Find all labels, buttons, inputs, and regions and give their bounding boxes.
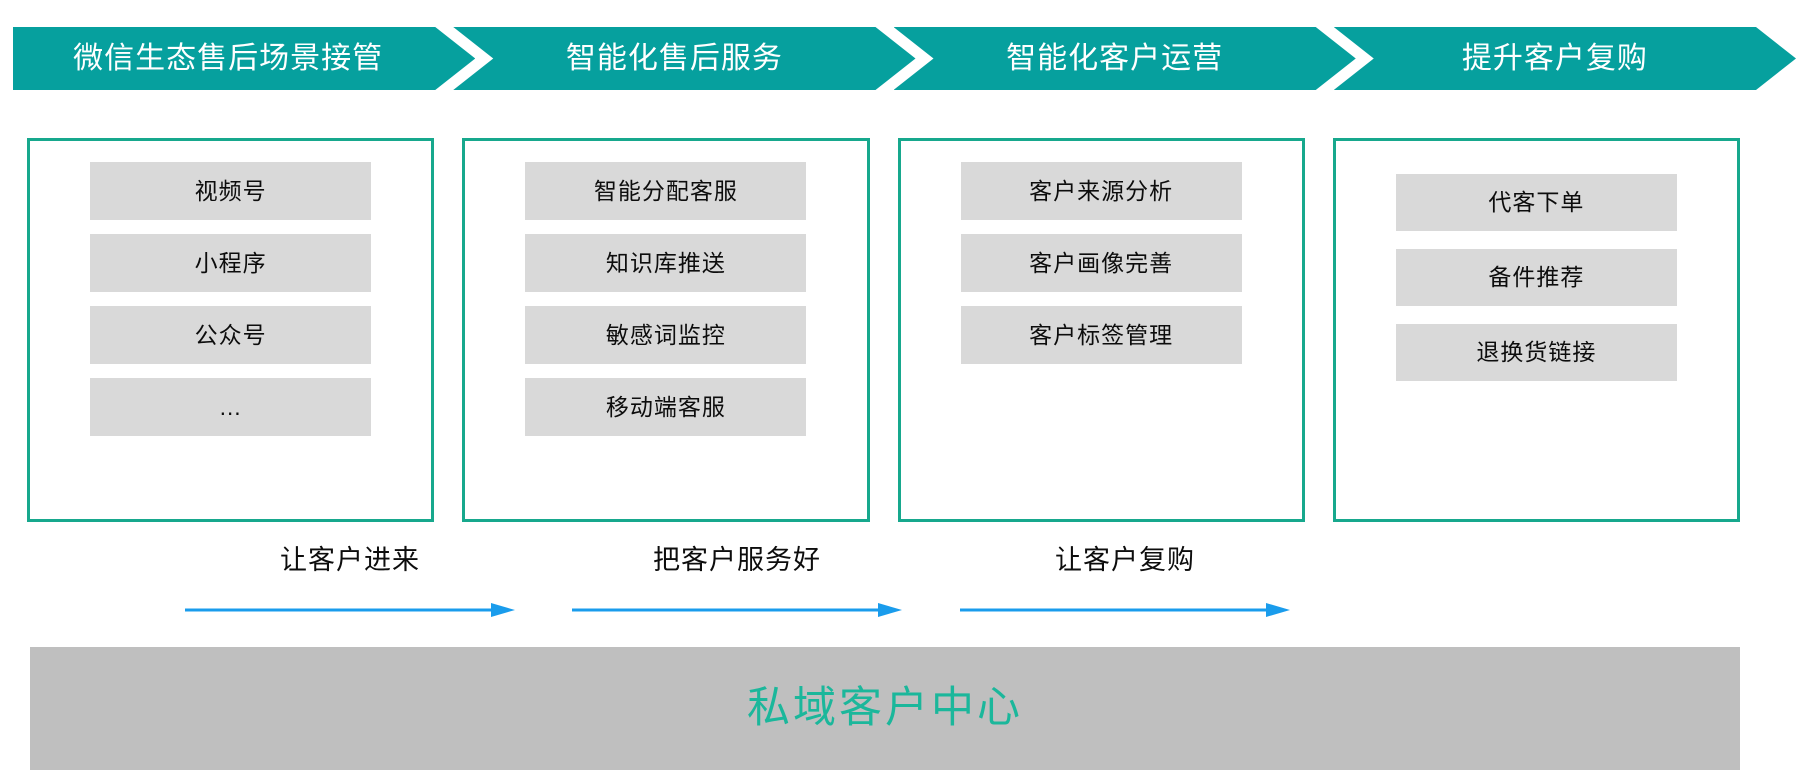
column-wechat-ecosystem-takeover: 视频号 小程序 公众号 … (27, 138, 435, 522)
right-arrow-icon (572, 603, 902, 617)
chevron-step-1[interactable]: 微信生态售后场景接管 (13, 27, 475, 90)
capability-columns: 视频号 小程序 公众号 … 智能分配客服 知识库推送 敏感词监控 移动端客服 客… (27, 138, 1740, 522)
column-boost-repurchase: 代客下单 备件推荐 退换货链接 (1332, 138, 1740, 522)
list-item[interactable]: 退换货链接 (1395, 324, 1677, 381)
list-item[interactable]: … (90, 378, 372, 436)
chevron-step-4[interactable]: 提升客户复购 (1334, 27, 1796, 90)
private-domain-customer-center-bar: 私域客户中心 (30, 647, 1740, 770)
list-item[interactable]: 代客下单 (1395, 174, 1677, 231)
list-item[interactable]: 客户画像完善 (960, 234, 1242, 292)
list-item[interactable]: 备件推荐 (1395, 249, 1677, 306)
list-item[interactable]: 移动端客服 (525, 378, 807, 436)
chevron-step-3[interactable]: 智能化客户运营 (894, 27, 1356, 90)
list-item[interactable]: 公众号 (90, 306, 372, 364)
right-arrow-icon (960, 603, 1290, 617)
arrow-group-3: 让客户复购 (960, 545, 1290, 636)
list-item[interactable]: 智能分配客服 (525, 162, 807, 220)
arrow-label-3: 让客户复购 (1055, 545, 1195, 575)
flow-arrows: 让客户进来 把客户服务好 让客户复购 (27, 545, 1740, 636)
list-item[interactable]: 敏感词监控 (525, 306, 807, 364)
chevron-step-1-label: 微信生态售后场景接管 (73, 41, 384, 75)
arrow-label-1: 让客户进来 (280, 545, 420, 575)
arrow-label-2: 把客户服务好 (653, 545, 821, 575)
right-arrow-icon (185, 603, 515, 617)
list-item[interactable]: 视频号 (90, 162, 372, 220)
list-item[interactable]: 客户标签管理 (960, 306, 1242, 364)
column-intelligent-after-sales-service: 智能分配客服 知识库推送 敏感词监控 移动端客服 (462, 138, 870, 522)
list-item[interactable]: 客户来源分析 (960, 162, 1242, 220)
list-item[interactable]: 知识库推送 (525, 234, 807, 292)
list-item[interactable]: 小程序 (90, 234, 372, 292)
bottom-bar-label: 私域客户中心 (747, 684, 1023, 732)
chevron-step-3-label: 智能化客户运营 (1006, 41, 1224, 75)
arrow-group-1: 让客户进来 (185, 545, 515, 636)
chevron-step-2[interactable]: 智能化售后服务 (453, 27, 915, 90)
chevron-step-4-label: 提升客户复购 (1461, 41, 1648, 75)
column-intelligent-customer-operation: 客户来源分析 客户画像完善 客户标签管理 (897, 138, 1305, 522)
chevron-step-2-label: 智能化售后服务 (565, 41, 783, 75)
process-chevron-header: 微信生态售后场景接管 智能化售后服务 智能化客户运营 提升客户复购 (13, 27, 1796, 90)
arrow-group-2: 把客户服务好 (572, 545, 902, 636)
